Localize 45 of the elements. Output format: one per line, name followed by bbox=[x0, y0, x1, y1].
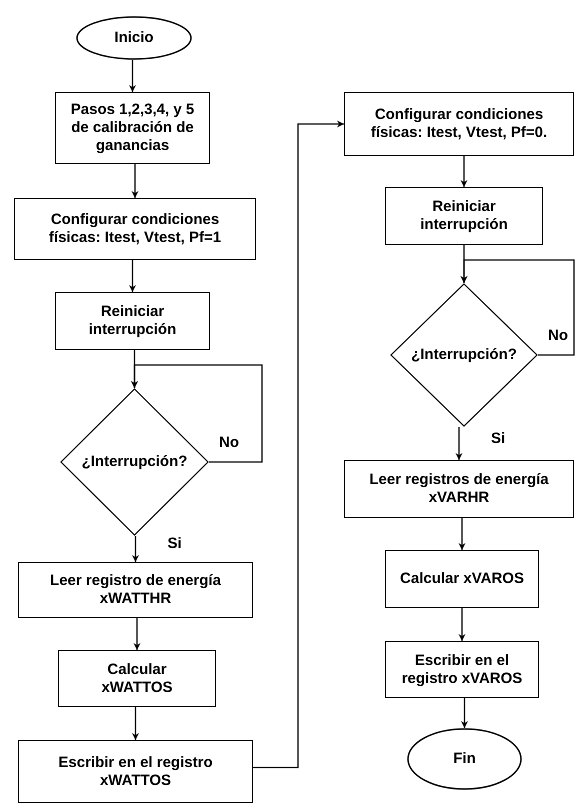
arrow bbox=[129, 260, 136, 292]
arrow bbox=[131, 364, 263, 463]
arrow bbox=[460, 156, 468, 187]
process-box bbox=[344, 460, 574, 518]
process-box bbox=[385, 187, 543, 245]
arrow bbox=[461, 698, 468, 728]
node-text: Pasos 1,2,3,4, y 5 de calibración de ganancias bbox=[70, 101, 196, 155]
terminal-ellipse bbox=[407, 728, 522, 790]
arrow bbox=[253, 120, 344, 768]
node-text: Leer registro de energía xWATTHR bbox=[49, 572, 222, 608]
decision-diamond bbox=[60, 388, 209, 536]
arrow bbox=[456, 427, 462, 460]
arrow bbox=[134, 618, 140, 650]
process-box bbox=[55, 92, 210, 164]
arrow bbox=[132, 707, 139, 740]
node-text: Calcular xWATTOS bbox=[100, 660, 174, 696]
arrow bbox=[458, 608, 466, 641]
process-box bbox=[385, 550, 539, 608]
process-box bbox=[18, 562, 253, 618]
node-text: Configurar condiciones físicas: Itest, Vtest, Pf=0. bbox=[370, 106, 548, 142]
node-text: Leer registros de energía xVARHR bbox=[368, 471, 550, 507]
node-text: Reiniciar interrupción bbox=[419, 198, 509, 234]
node-text: Fin bbox=[453, 750, 476, 768]
arrow bbox=[458, 518, 466, 550]
node-text: Calcular xVAROS bbox=[400, 570, 524, 588]
node-text: Configurar condiciones físicas: Itest, Vtest, Pf=1 bbox=[48, 211, 222, 247]
process-box bbox=[385, 641, 539, 698]
process-box bbox=[55, 292, 210, 350]
edge-label: Si bbox=[489, 430, 508, 446]
decision-diamond bbox=[390, 283, 538, 427]
process-box bbox=[18, 740, 253, 803]
process-box bbox=[14, 198, 256, 260]
node-text: Escribir en el registro xVAROS bbox=[400, 652, 524, 688]
process-box bbox=[58, 650, 216, 707]
process-box bbox=[344, 92, 574, 156]
node-text: Escribir en el registro xWATTOS bbox=[57, 754, 214, 790]
arrow bbox=[129, 60, 136, 92]
arrow bbox=[132, 164, 138, 198]
arrow bbox=[132, 536, 139, 562]
node-text: ¿Interrupción? bbox=[82, 453, 188, 471]
node-text: Inicio bbox=[114, 29, 154, 47]
arrow bbox=[460, 259, 575, 356]
terminal-ellipse bbox=[76, 16, 192, 60]
node-text: ¿Interrupción? bbox=[411, 346, 517, 364]
node-text: Reiniciar interrupción bbox=[88, 303, 178, 339]
